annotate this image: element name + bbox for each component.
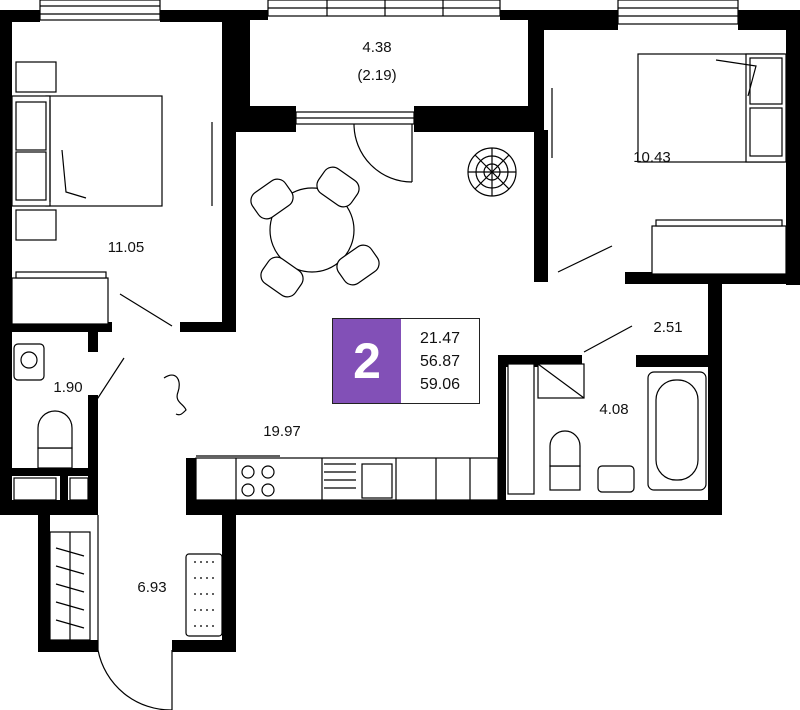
living-area-value: 21.47: [419, 329, 461, 347]
area-values: 21.47 56.87 59.06: [401, 319, 479, 403]
bedroom-left-area: 11.05: [108, 239, 144, 256]
area-with-balcony-value: 59.06: [419, 375, 461, 393]
balcony-reduced-area: (2.19): [357, 67, 396, 84]
cat-icon: [163, 374, 187, 416]
windows: [39, 0, 739, 125]
storage-area: 2.51: [653, 319, 682, 336]
rooms-count-badge: 2: [333, 319, 401, 403]
bathroom-small-area: 1.90: [53, 379, 82, 396]
apartment-summary: 2 21.47 56.87 59.06: [332, 318, 480, 404]
hallway-furniture: [49, 531, 223, 641]
walls: [0, 10, 800, 652]
living-kitchen-area: 19.97: [263, 423, 301, 440]
balcony-area: 4.38: [362, 39, 391, 56]
bathroom-main-area: 4.08: [599, 401, 628, 418]
doors: [93, 88, 633, 710]
bed-right: [637, 53, 787, 275]
bathroom-small-fixtures: [13, 343, 89, 501]
dining-set: [250, 166, 380, 298]
plant-icon: [467, 147, 517, 197]
bed-left: [11, 61, 163, 325]
bedroom-right-area: 10.43: [633, 149, 671, 166]
hallway-area: 6.93: [137, 579, 166, 596]
total-area-value: 56.87: [419, 352, 461, 370]
bathroom-main-fixtures: [507, 363, 707, 495]
kitchen-counter: [195, 455, 499, 501]
